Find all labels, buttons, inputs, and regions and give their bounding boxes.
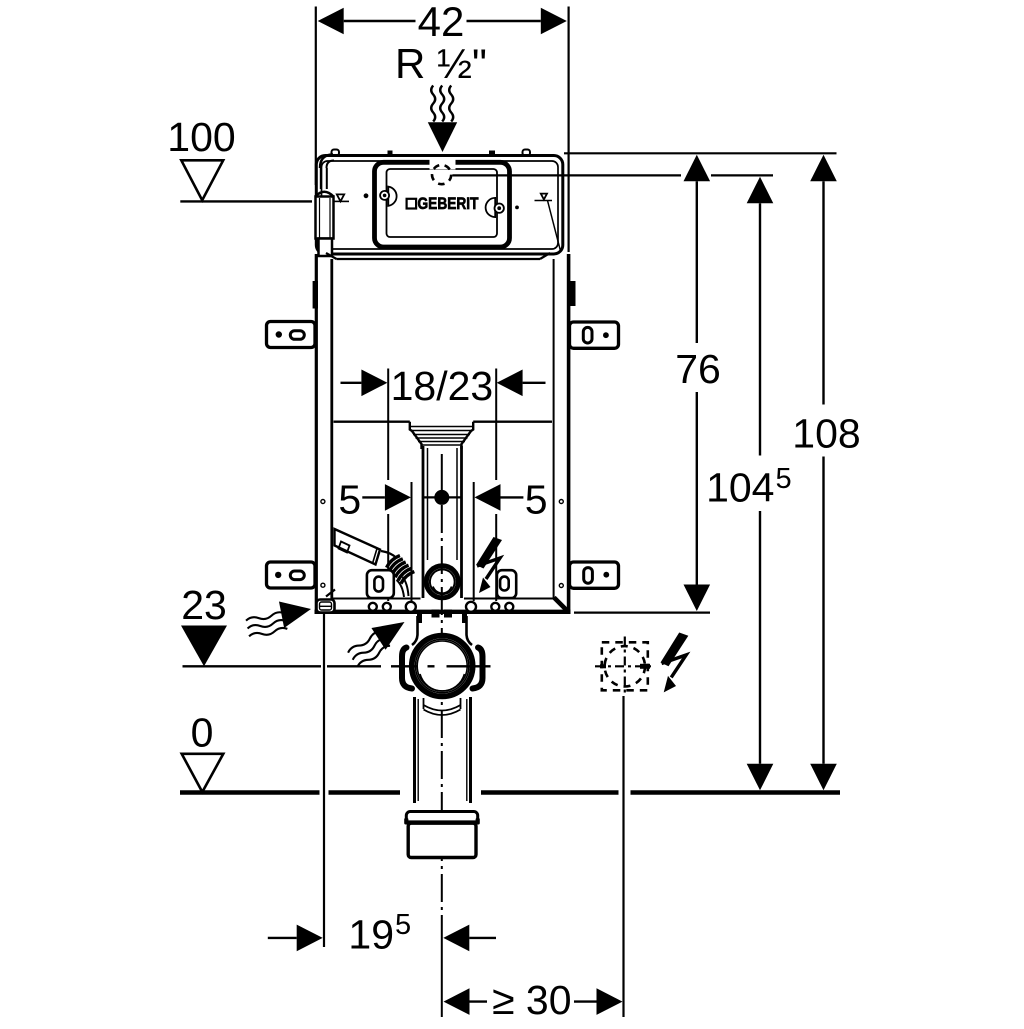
svg-text:100: 100 (167, 114, 235, 160)
svg-text:19: 19 (348, 912, 394, 958)
svg-text:42: 42 (418, 0, 465, 45)
svg-text:108: 108 (792, 411, 860, 457)
svg-text:GEBERIT: GEBERIT (418, 195, 479, 213)
svg-text:5: 5 (525, 477, 548, 523)
svg-text:18/23: 18/23 (391, 363, 494, 409)
svg-text:5: 5 (338, 477, 361, 523)
svg-text:≥ 30: ≥ 30 (492, 977, 572, 1023)
svg-text:104: 104 (706, 465, 774, 511)
svg-text:5: 5 (395, 909, 411, 941)
svg-text:R ½": R ½" (395, 40, 487, 87)
svg-text:23: 23 (181, 582, 227, 628)
svg-text:5: 5 (776, 463, 792, 495)
svg-text:0: 0 (191, 709, 214, 755)
svg-text:76: 76 (675, 346, 721, 392)
